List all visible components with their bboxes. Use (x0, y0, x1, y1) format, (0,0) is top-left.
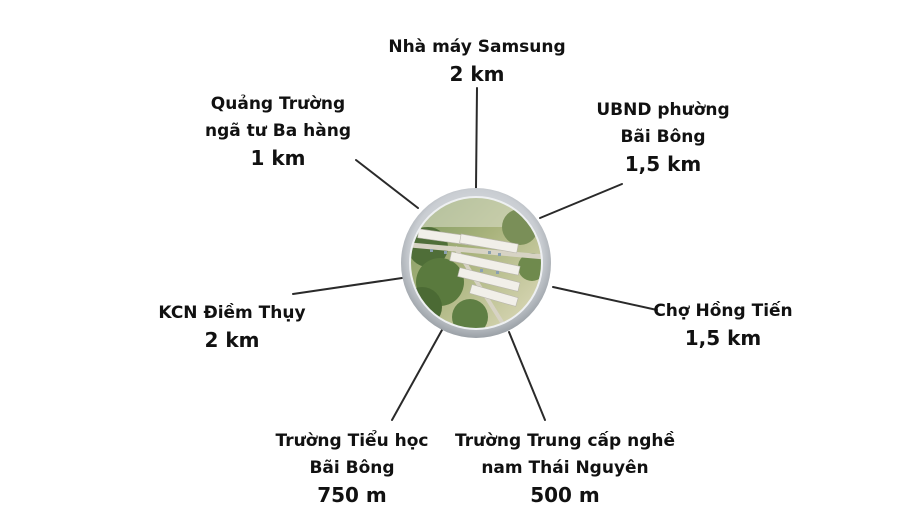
quang-truong-name-line1: Quảng Trường (210, 94, 346, 114)
kcn-name: KCN Điềm Thụy (158, 303, 306, 323)
label-quang-truong: Quảng Trường ngã tư Ba hàng 1 km (193, 91, 363, 171)
ubnd-name-line2: Bãi Bông (620, 127, 706, 147)
label-truong-trung-cap: Trường Trung cấp nghề nam Thái Nguyên 50… (445, 428, 685, 508)
connector-truong-tieu-hoc (391, 329, 443, 421)
truong-tieu-hoc-name-line2: Bãi Bông (309, 458, 395, 478)
connector-kcn (292, 277, 403, 295)
project-aerial-image (401, 188, 551, 338)
connector-ubnd (539, 183, 623, 219)
ubnd-name-line1: UBND phường (596, 100, 730, 120)
connector-truong-trung-cap (508, 331, 546, 421)
quang-truong-name-line2: ngã tư Ba hàng (204, 121, 351, 141)
quang-truong-distance: 1 km (250, 146, 306, 170)
truong-tieu-hoc-distance: 750 m (317, 483, 387, 507)
connector-cho-hong-tien (552, 286, 658, 311)
cho-hong-tien-distance: 1,5 km (684, 326, 762, 350)
samsung-distance: 2 km (449, 62, 505, 86)
label-truong-tieu-hoc: Trường Tiểu học Bãi Bông 750 m (262, 428, 442, 508)
truong-trung-cap-distance: 500 m (530, 483, 600, 507)
kcn-distance: 2 km (204, 328, 260, 352)
label-ubnd: UBND phường Bãi Bông 1,5 km (578, 97, 748, 177)
label-cho-hong-tien: Chợ Hồng Tiến 1,5 km (638, 298, 808, 351)
connector-samsung (475, 87, 478, 189)
samsung-name: Nhà máy Samsung (388, 37, 566, 57)
ubnd-distance: 1,5 km (624, 152, 702, 176)
truong-trung-cap-name-line1: Trường Trung cấp nghề (454, 431, 676, 451)
truong-tieu-hoc-name-line1: Trường Tiểu học (275, 431, 429, 451)
cho-hong-tien-name: Chợ Hồng Tiến (653, 301, 793, 321)
label-samsung: Nhà máy Samsung 2 km (382, 34, 572, 87)
truong-trung-cap-name-line2: nam Thái Nguyên (481, 458, 649, 478)
connector-quang-truong (355, 159, 419, 209)
label-kcn: KCN Điềm Thụy 2 km (152, 300, 312, 353)
